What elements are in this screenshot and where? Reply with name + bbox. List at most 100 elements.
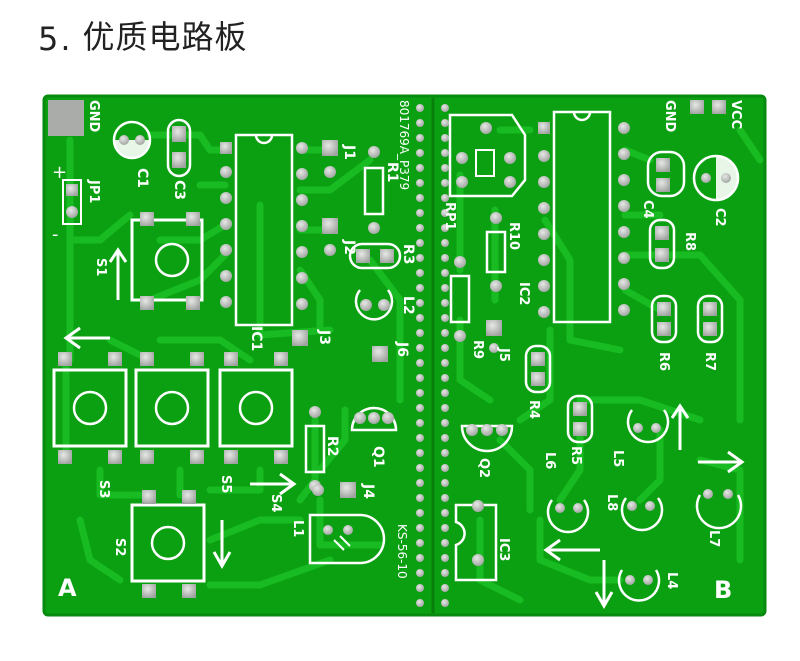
silk-r4: R4: [526, 400, 541, 419]
gnd-corner-pad: [48, 100, 84, 136]
silk-c1: C1: [134, 168, 150, 188]
capacitor-c4: [646, 150, 686, 198]
silk-r8: R8: [682, 232, 697, 251]
silk-r6: R6: [656, 352, 671, 371]
arrow-right-icon: [698, 450, 745, 474]
pad-vcc: [712, 100, 726, 114]
silk-j4: J4: [360, 483, 376, 499]
silk-l5: L5: [610, 450, 625, 467]
led-l4: [617, 569, 661, 602]
silk-r3: R3: [400, 244, 416, 265]
led-l5: [626, 409, 670, 444]
pad-j3: [292, 330, 308, 346]
silk-l8: L8: [604, 494, 619, 511]
pad-j6: [372, 346, 388, 362]
potentiometer-rp1: [448, 113, 527, 198]
heading-title: 优质电路板: [82, 18, 248, 56]
arrow-left-icon: [63, 326, 110, 350]
silk-r7: R7: [702, 352, 717, 371]
silk-s3: S3: [96, 480, 111, 498]
switch-middle: [134, 352, 210, 464]
silk-vcc: VCC: [728, 100, 743, 129]
silk-ks-code: KS-56-10: [395, 524, 409, 579]
silk-board-code: 801769A_P379: [397, 100, 411, 190]
silk-s1: S1: [93, 258, 108, 276]
arrow-down-icon: [594, 560, 614, 610]
led-l1: [308, 513, 386, 565]
silk-r5: R5: [568, 446, 583, 465]
silk-l4: L4: [664, 572, 679, 589]
pad-j1: [322, 140, 338, 156]
silk-label-b: B: [714, 576, 732, 604]
silk-j5: J5: [496, 347, 511, 362]
resistor-r8: [648, 218, 676, 270]
resistor-r10: [485, 212, 507, 292]
silk-l6: L6: [542, 452, 557, 469]
led-l6: [546, 499, 590, 534]
capacitor-c1: [112, 120, 152, 160]
resistor-r7: [696, 294, 724, 344]
ic1-footprint: [220, 133, 308, 327]
pad-j5: [486, 320, 502, 336]
silk-c4: C4: [640, 200, 655, 219]
silk-q2: Q2: [476, 458, 491, 478]
resistor-r4: [524, 344, 552, 394]
transistor-q1: [350, 406, 398, 432]
switch-s1: [130, 212, 204, 310]
switch-s5: [218, 352, 294, 464]
resistor-r1: [363, 146, 385, 234]
silk-r9: R9: [470, 340, 485, 359]
capacitor-c3: [166, 118, 192, 178]
silk-l1: L1: [290, 520, 305, 537]
page-heading: 5 . 优质电路板: [38, 14, 248, 58]
transistor-q2: [460, 424, 514, 453]
silk-r10: R10: [506, 222, 521, 250]
silk-s4: S4: [268, 494, 283, 512]
silk-c3: C3: [171, 180, 187, 200]
silk-ic1: IC1: [248, 326, 264, 351]
center-header-pads: [416, 104, 449, 607]
heading-separator: .: [60, 20, 71, 58]
led-l7: [695, 489, 743, 530]
silk-j1: J1: [341, 144, 357, 160]
silk-label-a: A: [58, 574, 77, 602]
silk-c2: C2: [712, 208, 727, 227]
resistor-r5: [566, 394, 594, 444]
silk-r1: R1: [384, 162, 400, 183]
arrow-up-icon: [108, 247, 128, 300]
pad-j4: [340, 482, 356, 498]
ic2-footprint: [538, 110, 630, 324]
capacitor-c2: [692, 154, 740, 202]
pad-gnd-right: [690, 100, 704, 114]
pad-j2: [322, 218, 338, 234]
silk-l2: L2: [400, 296, 416, 315]
silk-j3: J3: [316, 329, 332, 345]
silk-minus: -: [52, 224, 59, 245]
silk-jp1: JP1: [86, 179, 101, 203]
heading-number: 5: [38, 20, 59, 58]
silk-q1: Q1: [370, 446, 386, 468]
arrow-down-icon: [212, 520, 232, 570]
jumper-jp1: [62, 179, 82, 225]
silk-gnd-left: GND: [86, 100, 101, 133]
silk-j2: J2: [341, 239, 357, 255]
silk-s5: S5: [218, 475, 233, 493]
silk-l7: L7: [706, 530, 721, 547]
silk-r2: R2: [324, 436, 340, 457]
arrow-up-icon: [670, 403, 690, 450]
silk-rp1: RP1: [442, 202, 457, 231]
resistor-r6: [650, 294, 678, 344]
silk-plus: +: [52, 162, 67, 183]
switch-s2: [130, 490, 206, 598]
silk-gnd-right: GND: [662, 100, 677, 133]
arrow-right-icon: [250, 472, 297, 496]
resistor-r3: [348, 242, 402, 270]
led-l8: [620, 497, 664, 532]
silk-ic3: IC3: [496, 538, 511, 561]
silk-j6: J6: [394, 341, 410, 357]
silk-ic2: IC2: [516, 282, 531, 305]
silk-s2: S2: [112, 538, 127, 556]
arrow-left-icon: [543, 538, 600, 562]
